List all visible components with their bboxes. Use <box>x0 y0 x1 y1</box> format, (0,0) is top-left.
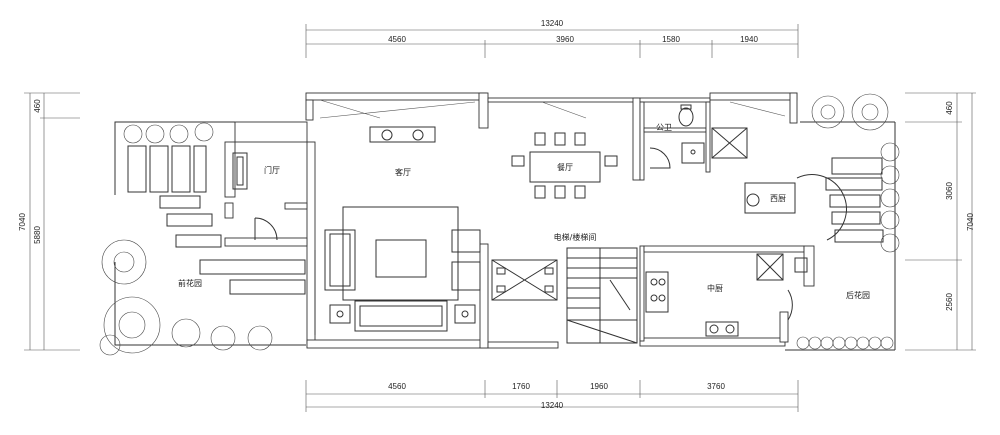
western-kitchen-fixtures <box>711 127 847 241</box>
public-bath-fixtures <box>649 104 705 169</box>
left-dimension-lines <box>24 92 80 351</box>
top-dimension-4: 1940 <box>740 35 758 44</box>
right-dimension-lines <box>905 92 976 351</box>
living-room-label: 客厅 <box>395 167 411 177</box>
western-kitchen-label: 西厨 <box>770 194 786 203</box>
elevator-stair-label: 电梯/楼梯间 <box>554 232 597 242</box>
dining-room-furniture <box>511 132 618 199</box>
right-outer-dimension: 7040 <box>966 213 975 231</box>
bottom-total-dimension: 13240 <box>541 401 564 410</box>
site-boundary <box>114 121 896 351</box>
back-garden-landscape <box>825 157 884 243</box>
entrance-label: 门厅 <box>264 165 280 175</box>
front-garden-landscape <box>127 145 306 295</box>
left-outer-dimension: 7040 <box>18 213 27 231</box>
elevator-stair <box>491 247 638 344</box>
dining-room-label: 餐厅 <box>557 163 573 172</box>
bottom-dimension-2: 1760 <box>512 382 530 391</box>
top-dimension-3: 1580 <box>662 35 680 44</box>
right-dimension-2: 3060 <box>945 182 954 200</box>
living-room-furniture <box>314 126 481 335</box>
right-dimension-1: 460 <box>945 101 954 115</box>
top-dimension-1: 4560 <box>388 35 406 44</box>
top-dimension-lines <box>305 24 799 58</box>
right-dimension-3: 2560 <box>945 293 954 311</box>
public-bath-label: 公卫 <box>656 123 672 132</box>
chinese-kitchen-fixtures <box>645 253 808 337</box>
back-garden-label: 后花园 <box>846 290 870 300</box>
top-total-dimension: 13240 <box>541 19 564 28</box>
bottom-dimension-3: 1960 <box>590 382 608 391</box>
back-garden-trees <box>796 93 900 350</box>
front-garden-label: 前花园 <box>178 278 202 288</box>
entrance-furniture <box>232 152 278 241</box>
wall-hatches <box>319 99 786 119</box>
bottom-dimension-4: 3760 <box>707 382 725 391</box>
front-garden-trees <box>99 122 273 356</box>
left-dimension-1: 460 <box>33 99 42 113</box>
bottom-dimension-lines <box>305 380 799 412</box>
bottom-dimension-1: 4560 <box>388 382 406 391</box>
top-dimension-2: 3960 <box>556 35 574 44</box>
building-walls <box>224 92 815 349</box>
left-dimension-2: 5880 <box>33 226 42 244</box>
chinese-kitchen-label: 中厨 <box>707 283 723 293</box>
